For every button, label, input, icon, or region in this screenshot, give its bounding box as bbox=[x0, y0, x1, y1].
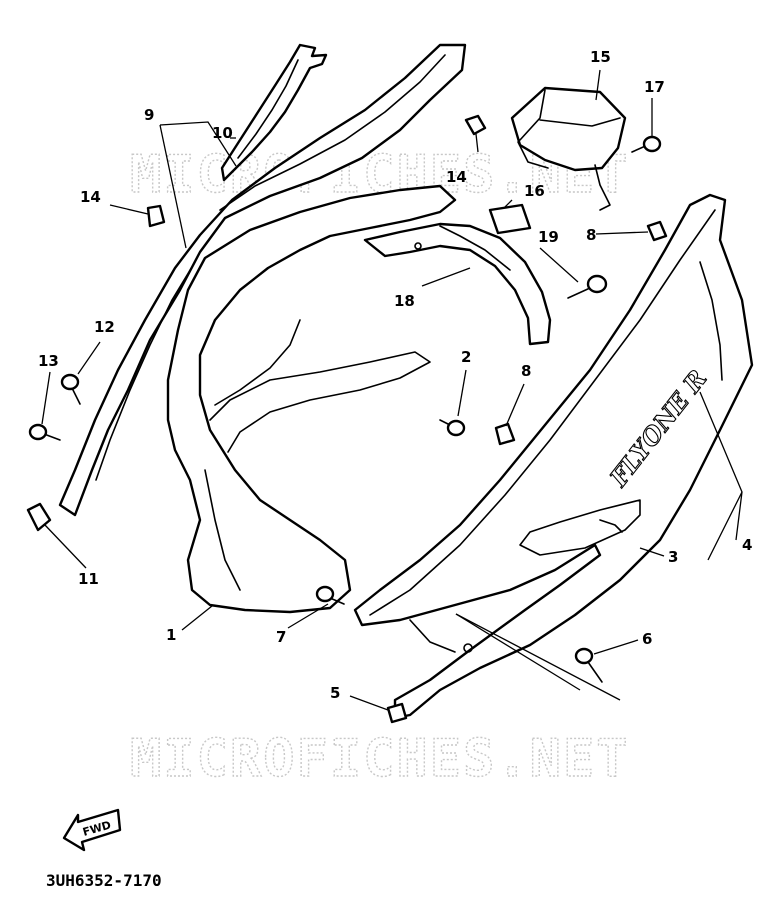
callout-6: 6 bbox=[642, 630, 652, 648]
callout-18: 18 bbox=[394, 292, 415, 310]
callout-15: 15 bbox=[590, 48, 611, 66]
callout-14-upper: 14 bbox=[446, 168, 467, 186]
decal-strip bbox=[220, 43, 328, 182]
callout-2: 2 bbox=[461, 348, 471, 366]
callout-3: 3 bbox=[668, 548, 678, 566]
watermark-bottom: MICROFICHES.NET bbox=[130, 729, 630, 789]
nut-clip-14-upper bbox=[464, 114, 487, 136]
callout-1: 1 bbox=[166, 626, 176, 644]
tail-housing-edge bbox=[519, 89, 546, 141]
callout-5: 5 bbox=[330, 684, 340, 702]
center-body-cover bbox=[166, 184, 457, 614]
screw-6 bbox=[574, 647, 603, 683]
tail-housing bbox=[510, 86, 627, 172]
left-side-cover bbox=[58, 43, 467, 517]
part-code: 3UH6352-7170 bbox=[46, 871, 162, 890]
grab-cover-hole bbox=[414, 242, 422, 250]
right-side-cover-hole bbox=[463, 643, 473, 653]
callout-19: 19 bbox=[538, 228, 559, 246]
leader-lines bbox=[41, 69, 743, 711]
callout-4: 4 bbox=[742, 536, 752, 554]
screw-7 bbox=[315, 585, 345, 605]
grab-cover bbox=[363, 222, 552, 346]
screw-13 bbox=[28, 423, 61, 441]
right-side-cover-vent-detail bbox=[599, 519, 623, 533]
decal-strip-detail bbox=[237, 59, 299, 159]
callout-8-middle: 8 bbox=[521, 362, 531, 380]
nut-clip-8-upper bbox=[646, 220, 668, 242]
callout-10: 10 bbox=[212, 124, 233, 142]
callout-11: 11 bbox=[78, 570, 99, 588]
callout-8-upper: 8 bbox=[586, 226, 596, 244]
callout-17: 17 bbox=[644, 78, 665, 96]
fwd-arrow-icon: FWD bbox=[62, 808, 122, 852]
center-body-lower-fold bbox=[204, 469, 241, 591]
left-side-cover-edge bbox=[95, 261, 196, 481]
callout-14-left: 14 bbox=[80, 188, 101, 206]
screw-12 bbox=[60, 373, 81, 405]
callout-9: 9 bbox=[144, 106, 154, 124]
screw-19 bbox=[567, 274, 608, 299]
callout-13: 13 bbox=[38, 352, 59, 370]
right-side-cover-upper-edge bbox=[369, 209, 716, 616]
screw-2 bbox=[439, 419, 466, 437]
callout-16: 16 bbox=[524, 182, 545, 200]
right-side-cover-lower-tab bbox=[409, 619, 456, 653]
right-side-cover-rear-edge bbox=[699, 261, 723, 381]
center-body-upper-rim bbox=[214, 319, 301, 406]
tail-housing-bracket-right bbox=[594, 164, 611, 211]
callout-12: 12 bbox=[94, 318, 115, 336]
screw-17 bbox=[631, 135, 662, 153]
nut-clip-5 bbox=[386, 702, 408, 724]
nut-clip-14-left bbox=[146, 204, 166, 228]
center-body-inner-rim bbox=[209, 351, 431, 453]
tail-housing-ridge bbox=[539, 117, 621, 127]
nut-clip-8-middle bbox=[494, 422, 516, 446]
nut-clip-11 bbox=[26, 502, 52, 532]
left-side-cover-ridge bbox=[219, 54, 446, 211]
grab-cover-edge bbox=[439, 225, 511, 271]
right-side-cover-vent bbox=[519, 499, 641, 556]
caution-label bbox=[488, 203, 532, 235]
callout-7: 7 bbox=[276, 628, 286, 646]
right-side-cover bbox=[353, 193, 754, 720]
tail-housing-bracket-left bbox=[517, 141, 549, 169]
